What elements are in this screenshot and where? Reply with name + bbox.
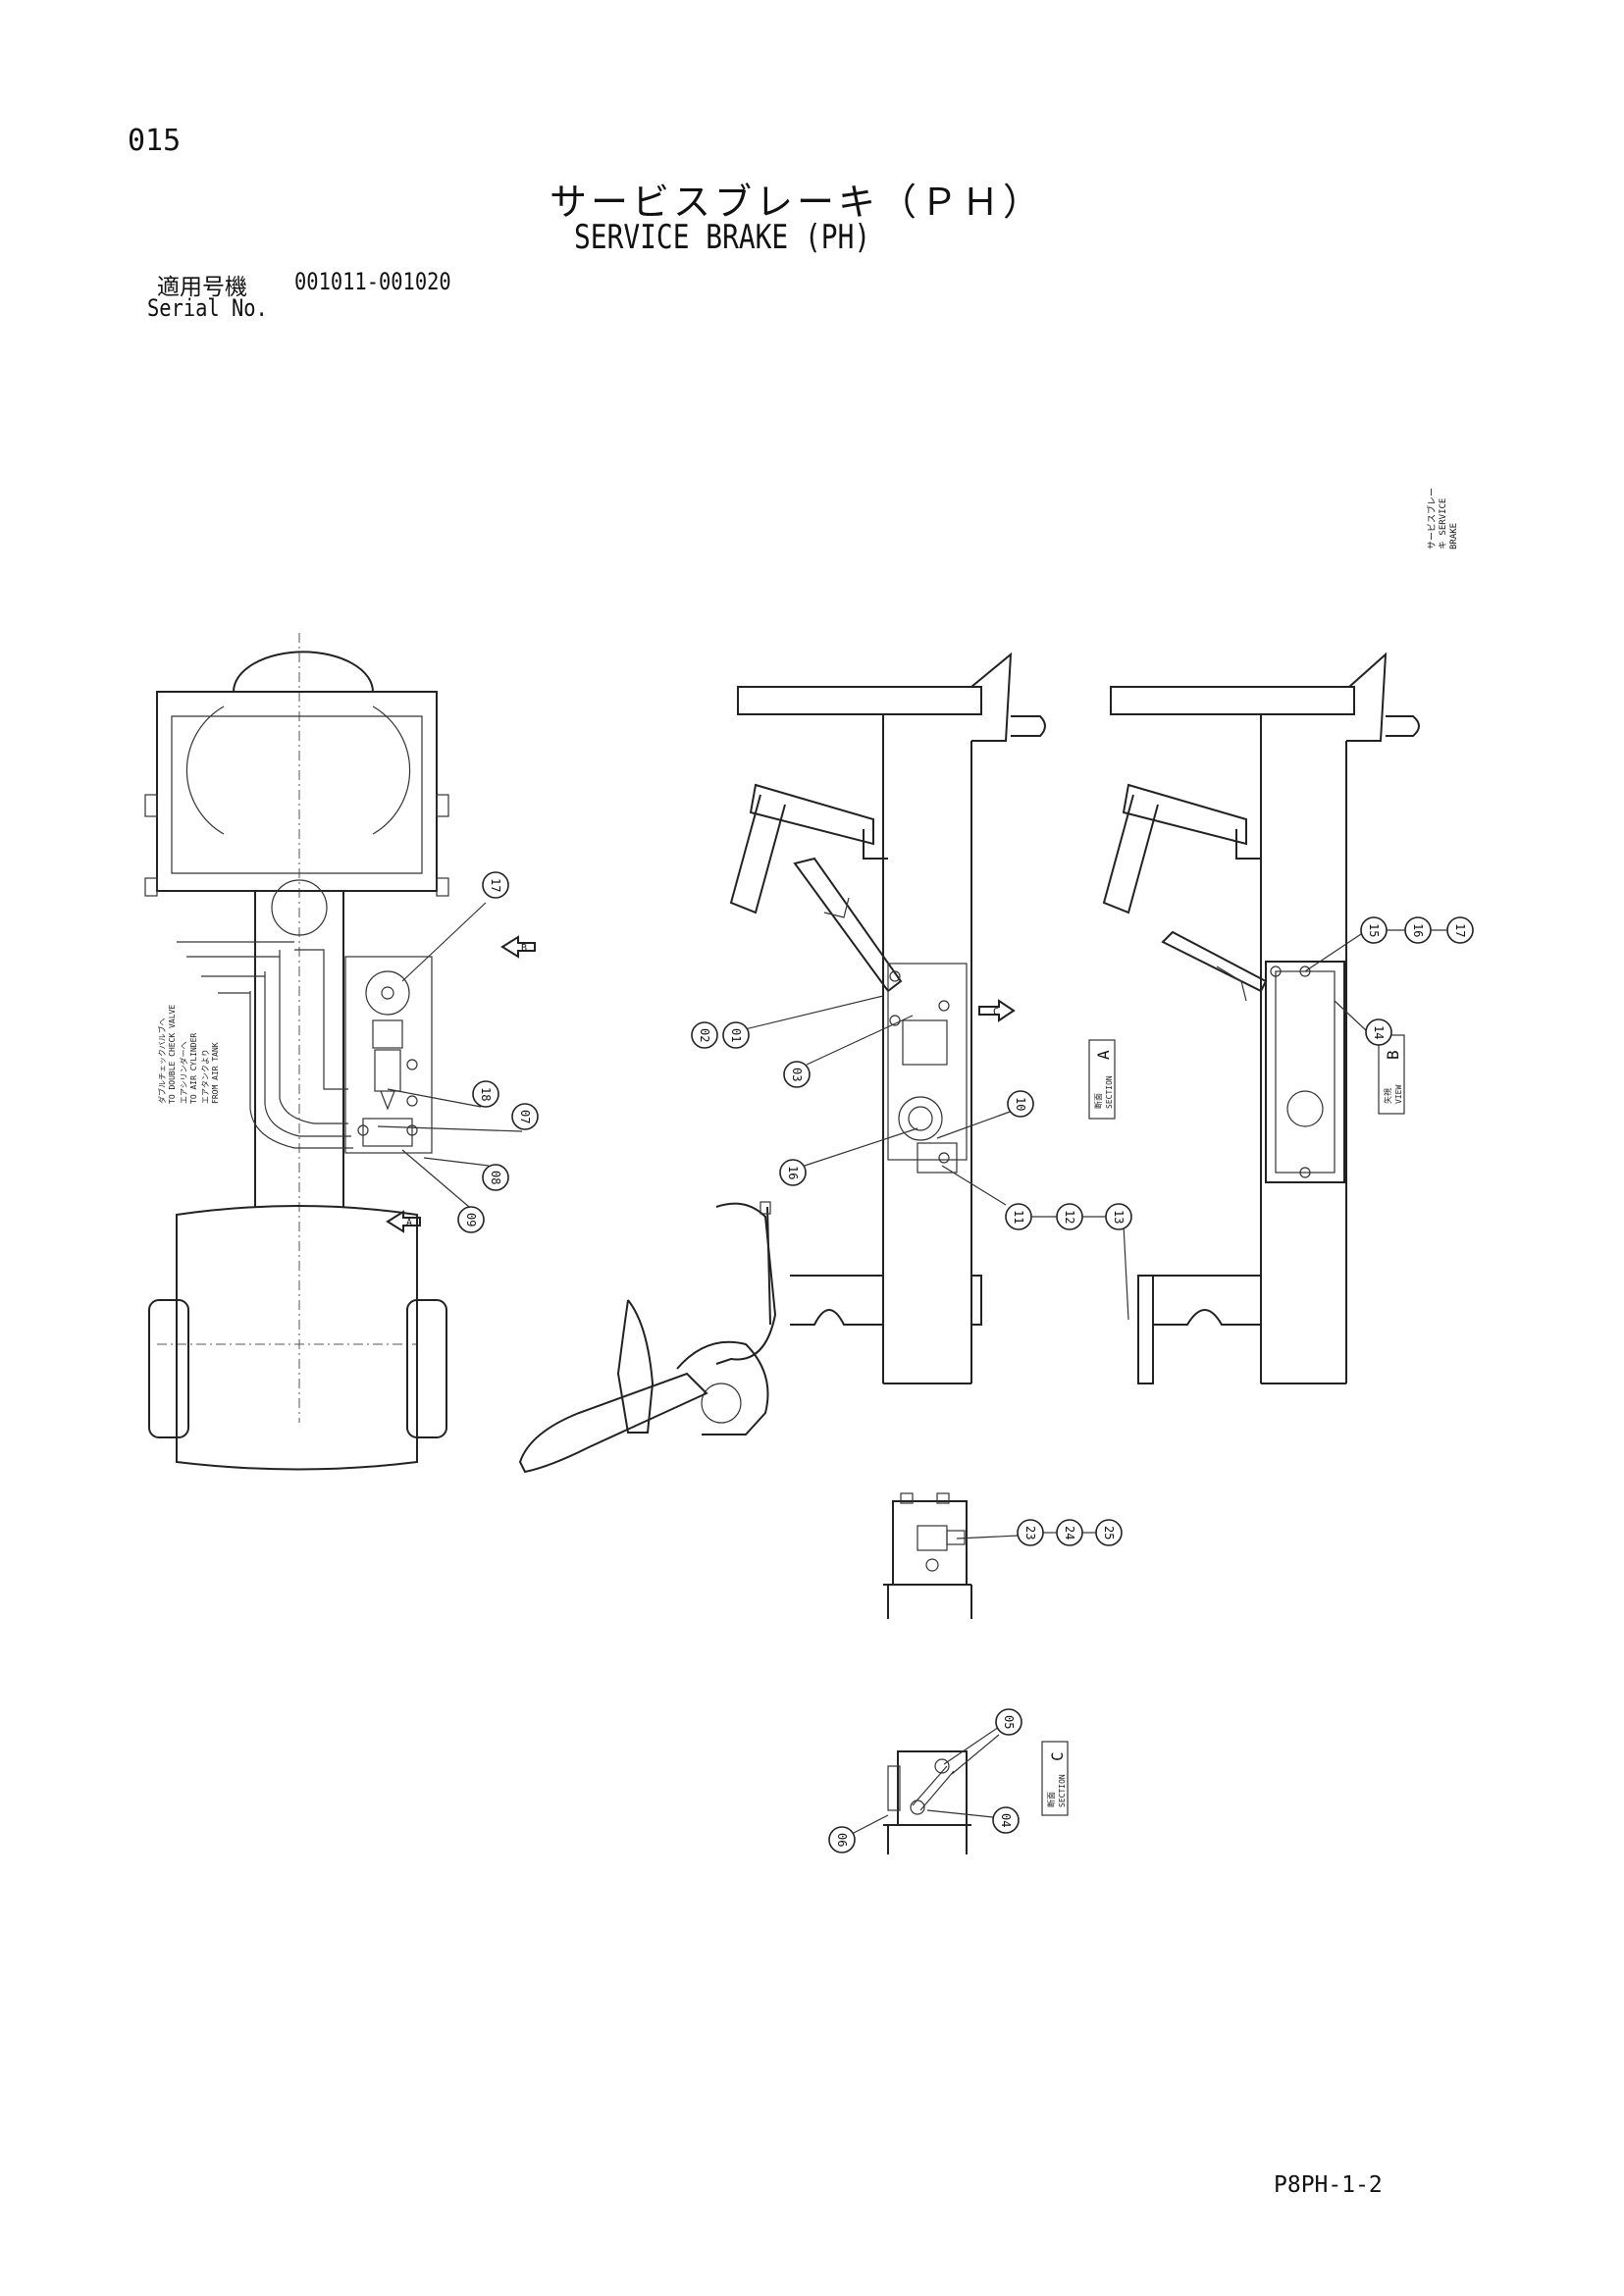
svg-text:エアシリンダーへ: エアシリンダーへ: [179, 1041, 188, 1104]
callout-25: 25: [1095, 1519, 1123, 1546]
callout-10: 10: [1007, 1090, 1034, 1118]
svg-text:TO AIR CYLINDER: TO AIR CYLINDER: [189, 1033, 198, 1104]
callout-12: 12: [1056, 1203, 1083, 1230]
page-number: 015: [128, 124, 182, 158]
svg-text:03: 03: [790, 1068, 804, 1081]
callout-18: 16: [779, 1159, 807, 1186]
callout-19: 17: [482, 871, 509, 899]
svg-text:08: 08: [489, 1171, 502, 1184]
view-b: 矢視 VIEW B: [1102, 652, 1420, 1384]
hose-notes: ダブルチェックバルブへ TO DOUBLE CHECK VALVE エアシリンダ…: [157, 1005, 220, 1104]
view-b-label: 矢視 VIEW B: [1378, 1034, 1405, 1115]
svg-text:ダブルチェックバルブへ: ダブルチェックバルブへ: [157, 1018, 167, 1104]
page-title-jp: サービスブレーキ（ＰＨ）: [550, 181, 1045, 224]
svg-text:断面: 断面: [1093, 1093, 1103, 1109]
detail-23-25: [883, 1492, 1020, 1619]
svg-text:16: 16: [786, 1166, 800, 1179]
svg-text:矢視: 矢視: [1383, 1088, 1392, 1104]
callout-01: 01: [722, 1021, 750, 1049]
top-view: B A ダブルチェックバルブへ TO DOUBLE CHECK VALVE エア…: [144, 633, 536, 1471]
svg-text:25: 25: [1102, 1526, 1116, 1539]
svg-text:14: 14: [1372, 1025, 1386, 1039]
callout-17: 17: [1446, 916, 1474, 944]
svg-text:17: 17: [1453, 923, 1467, 937]
callout-24: 24: [1056, 1519, 1083, 1546]
svg-text:エアタンクより: エアタンクより: [201, 1049, 210, 1104]
svg-text:06: 06: [835, 1833, 849, 1847]
svg-text:VIEW: VIEW: [1394, 1085, 1403, 1104]
detail-section-c: 断面 SECTION C: [853, 1726, 1069, 1854]
svg-text:B: B: [1384, 1050, 1402, 1060]
svg-text:16: 16: [1411, 923, 1425, 937]
view-arrow-a: A: [386, 1210, 421, 1233]
svg-text:23: 23: [1023, 1526, 1037, 1539]
serial-label-jp: 適用号機: [157, 275, 247, 300]
svg-text:B: B: [521, 943, 527, 954]
svg-text:24: 24: [1063, 1526, 1076, 1539]
callout-21: 18: [472, 1080, 499, 1108]
callout-09: 09: [457, 1206, 485, 1233]
svg-text:15: 15: [1367, 923, 1381, 937]
serial-range: 001011-001020: [294, 268, 451, 295]
page-title-en: SERVICE BRAKE (PH): [574, 218, 871, 257]
svg-text:02: 02: [698, 1028, 711, 1042]
svg-text:SECTION: SECTION: [1105, 1075, 1114, 1109]
callout-07: 07: [511, 1103, 539, 1130]
callout-08: 08: [482, 1164, 509, 1191]
svg-text:TO DOUBLE CHECK VALVE: TO DOUBLE CHECK VALVE: [168, 1005, 177, 1104]
callout-06: 06: [828, 1826, 856, 1853]
drawing-code: P8PH-1-2: [1274, 2172, 1383, 2198]
section-a-label: 断面 SECTION A: [1088, 1039, 1116, 1120]
callout-16: 16: [1404, 916, 1432, 944]
svg-text:13: 13: [1112, 1210, 1126, 1224]
side-view-section-a: C 断面 SECTION A: [518, 652, 1129, 1474]
callout-14: 14: [1365, 1018, 1392, 1046]
view-arrow-b: B: [500, 935, 536, 959]
callout-05: 05: [995, 1708, 1022, 1736]
callout-04: 04: [992, 1806, 1020, 1834]
svg-text:10: 10: [1014, 1097, 1027, 1111]
svg-text:A: A: [406, 1218, 412, 1228]
svg-text:断面: 断面: [1046, 1792, 1056, 1807]
view-arrow-c: C: [978, 999, 1016, 1022]
svg-text:04: 04: [999, 1813, 1013, 1827]
svg-text:09: 09: [464, 1213, 478, 1226]
callout-15: 15: [1360, 916, 1388, 944]
svg-text:07: 07: [518, 1110, 532, 1123]
svg-text:SECTION: SECTION: [1058, 1774, 1067, 1807]
svg-text:05: 05: [1002, 1715, 1016, 1729]
callout-11: 11: [1005, 1203, 1032, 1230]
callout-13: 13: [1105, 1203, 1132, 1230]
serial-label-en: Serial No.: [147, 294, 268, 322]
callout-02: 02: [691, 1021, 718, 1049]
svg-text:11: 11: [1012, 1210, 1025, 1224]
svg-text:12: 12: [1063, 1210, 1076, 1224]
callout-03: 03: [783, 1061, 811, 1088]
svg-text:A: A: [1094, 1050, 1113, 1060]
svg-text:C: C: [1048, 1751, 1067, 1761]
callout-23: 23: [1017, 1519, 1044, 1546]
svg-text:01: 01: [729, 1028, 743, 1042]
section-c-label: 断面 SECTION C: [1041, 1741, 1069, 1816]
svg-text:C: C: [993, 1007, 999, 1018]
callouts: 17 18 07 08 09 02 01 03 16 10 11 12 13 1…: [457, 871, 1474, 1853]
svg-text:17: 17: [489, 878, 502, 892]
svg-text:FROM AIR TANK: FROM AIR TANK: [211, 1042, 220, 1104]
svg-text:18: 18: [479, 1087, 493, 1101]
